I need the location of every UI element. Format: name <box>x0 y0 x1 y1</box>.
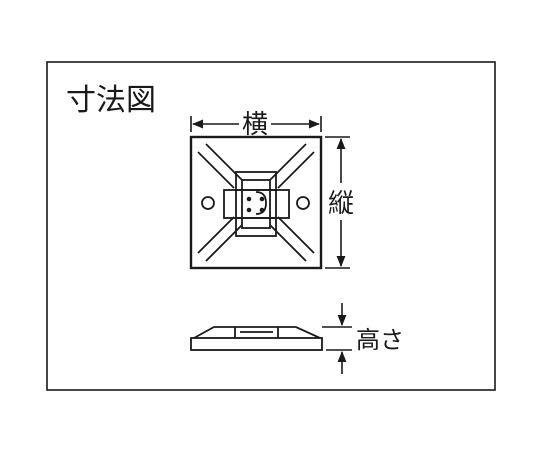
mount-side-view <box>190 326 323 351</box>
length-dimension <box>325 136 350 269</box>
height-dimension <box>322 303 352 374</box>
height-label: 高さ <box>356 326 404 354</box>
screw-hole-right <box>296 196 310 210</box>
figure-frame <box>46 61 496 391</box>
length-label: 縦 <box>328 189 354 219</box>
width-label: 横 <box>242 110 268 140</box>
figure-title: 寸法図 <box>66 83 156 118</box>
mount-base-outline <box>189 135 323 270</box>
mount-top-view <box>189 135 323 270</box>
tie-slot-block <box>223 171 290 237</box>
screw-hole-left <box>201 196 215 210</box>
width-dimension <box>190 116 322 132</box>
